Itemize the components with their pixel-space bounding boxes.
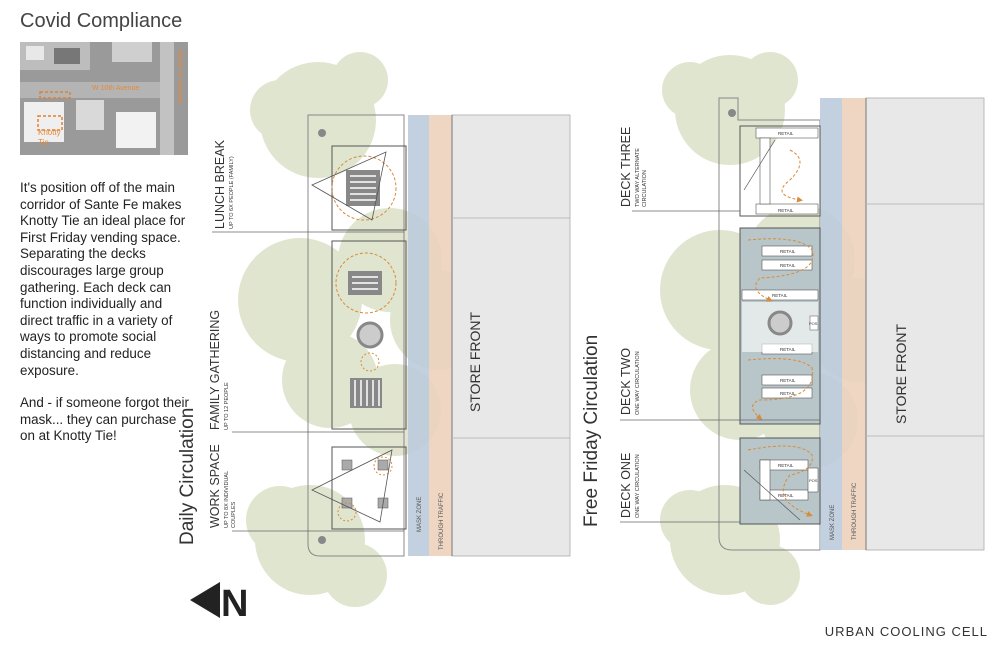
site-map-thumbnail: W 10th Avenue Sante Fe Avenue Knotty Tie (20, 42, 188, 155)
daily-plan (212, 114, 571, 557)
retail-label-d3-top: RETAIL (778, 131, 794, 136)
friday-mask-zone (820, 98, 842, 550)
retail-label-d1-1: RETAIL (778, 463, 794, 468)
daily-mask-zone-label: MASK ZONE (417, 497, 423, 532)
daily-store-front (451, 114, 571, 557)
deck-two-label: DECK TWO (619, 348, 633, 415)
map-site-label: Knotty (38, 128, 61, 137)
retail-label-d2-6: RETAIL (780, 391, 796, 396)
friday-through-traffic (842, 98, 866, 550)
family-gathering-label: FAMILY GATHERING (208, 310, 222, 430)
deck-three-sub: TWO WAY ALTERNATE (635, 148, 641, 207)
page-title: Covid Compliance (20, 10, 183, 32)
retail-label-d3-bottom: RETAIL (778, 208, 794, 213)
map-street-horizontal: W 10th Avenue (92, 85, 139, 92)
lunch-break-capacity: UP TO 6X PEOPLE (FAMILY) (229, 156, 235, 229)
friday-circulation-title: Free Friday Circulation (581, 335, 602, 527)
lunch-break-label: LUNCH BREAK (213, 139, 227, 229)
daily-through-traffic-label: THROUGH TRAFFIC (439, 492, 445, 550)
deck-one-sub: ONE WAY CIRCULATION (635, 454, 641, 518)
friday-store-front-label: STORE FRONT (893, 323, 909, 424)
friday-plan (620, 97, 985, 551)
daily-mask-zone (408, 115, 429, 556)
retail-label-d1-2: RETAIL (778, 493, 794, 498)
pos-label-d2: POS (809, 321, 818, 326)
description: It's position off of the main corridor o… (20, 180, 190, 461)
retail-label-d2-3: RETAIL (772, 293, 788, 298)
work-space-capacity-2: COUPLES (231, 501, 237, 528)
description-paragraph-2: And - if someone forgot their mask... th… (20, 395, 189, 444)
retail-label-d2-5: RETAIL (780, 378, 796, 383)
deck-one-label: DECK ONE (619, 453, 633, 518)
deck-three-sub-2: CIRCULATION (642, 170, 648, 207)
work-space-capacity: UP TO 8X INDIVIDUAL (224, 471, 230, 528)
map-site-label-2: Tie (38, 138, 49, 147)
retail-label-d2-2: RETAIL (780, 263, 796, 268)
north-arrow: N (190, 582, 248, 625)
friday-mask-zone-label: MASK ZONE (830, 505, 836, 540)
footer-label: URBAN COOLING CELL (824, 624, 988, 639)
map-street-vertical: Sante Fe Avenue (176, 50, 183, 104)
daily-store-front-label: STORE FRONT (467, 311, 483, 412)
family-gathering-capacity: UP TO 12 PEOPLE (224, 382, 230, 430)
retail-label-d2-4: RETAIL (780, 347, 796, 352)
friday-store-front (865, 97, 985, 551)
pos-label-d1: POS (809, 478, 818, 483)
friday-through-traffic-label: THROUGH TRAFFIC (852, 482, 858, 540)
description-paragraph-1: It's position off of the main corridor o… (20, 180, 186, 378)
deck-three-label: DECK THREE (619, 127, 633, 207)
daily-circulation-title: Daily Circulation (177, 408, 198, 545)
north-arrow-label: N (221, 583, 248, 625)
deck-two-sub: ONE WAY CIRCULATION (635, 351, 641, 415)
retail-label-d2-1: RETAIL (780, 249, 796, 254)
north-arrow-icon (190, 582, 220, 618)
daily-through-traffic (429, 115, 452, 556)
work-space-label: WORK SPACE (208, 444, 222, 528)
